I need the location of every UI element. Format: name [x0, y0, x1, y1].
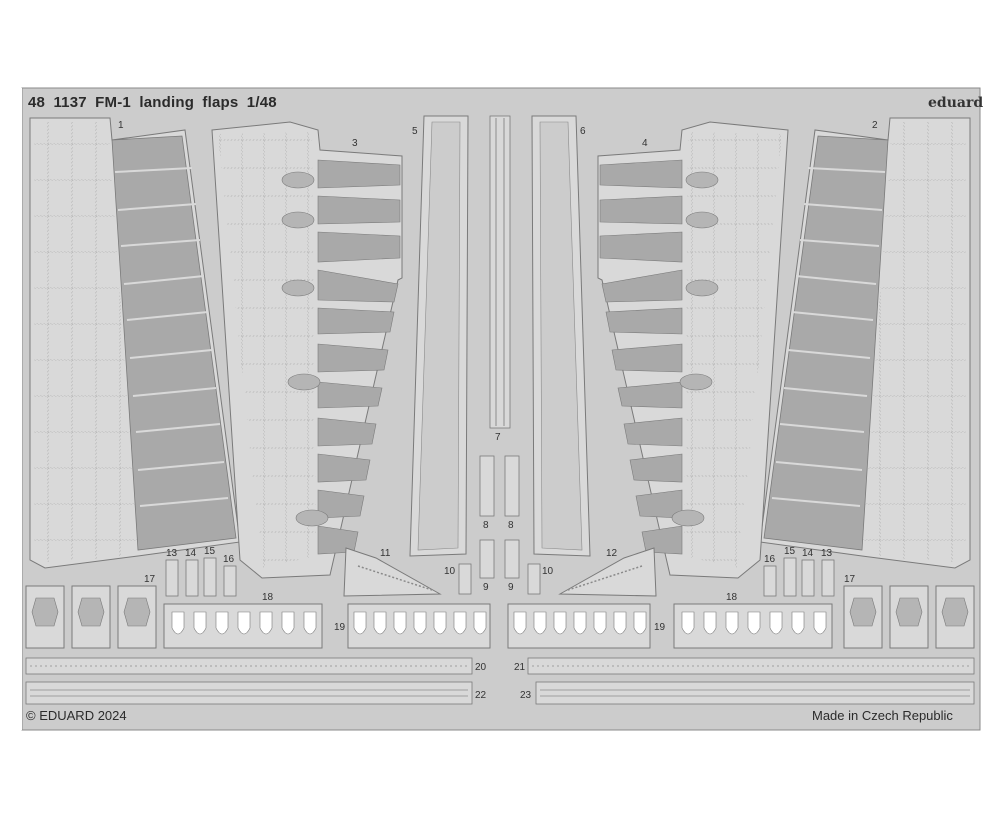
small-bars-right — [763, 557, 835, 597]
label-13b: 13 — [821, 548, 833, 559]
label-19b: 19 — [654, 622, 666, 633]
label-2: 2 — [872, 120, 878, 131]
label-15b: 15 — [784, 546, 796, 557]
part-5-strip — [409, 115, 469, 557]
label-16b: 16 — [764, 554, 776, 565]
label-19a: 19 — [334, 622, 346, 633]
label-14a: 14 — [185, 548, 197, 559]
label-18a: 18 — [262, 592, 274, 603]
brand-logo: eduard — [928, 95, 984, 111]
label-22: 22 — [475, 690, 487, 701]
part-2-flap — [759, 117, 971, 569]
label-17b: 17 — [844, 574, 856, 585]
part-number-labels: 1 2 3 4 5 6 7 8 8 9 9 10 10 11 12 13 14 … — [118, 120, 878, 701]
label-6: 6 — [580, 126, 586, 137]
long-strips — [25, 657, 975, 705]
label-1: 1 — [118, 120, 124, 131]
label-10a: 10 — [444, 566, 456, 577]
part-6-strip — [531, 115, 591, 557]
part-18-hinges-right — [673, 603, 833, 649]
part-19-hinges-right — [507, 603, 651, 649]
label-20: 20 — [475, 662, 487, 673]
label-17a: 17 — [144, 574, 156, 585]
label-5: 5 — [412, 126, 418, 137]
label-7: 7 — [495, 432, 501, 443]
sheet-title: 48 1137 FM-1 landing flaps 1/48 — [28, 94, 277, 111]
label-15a: 15 — [204, 546, 216, 557]
label-8a: 8 — [483, 520, 489, 531]
copyright-text: © EDUARD 2024 — [26, 708, 127, 723]
part-7-rods — [489, 115, 511, 429]
part-3-flap — [211, 121, 403, 579]
part-17-brackets-right — [843, 585, 975, 649]
part-19-hinges-left — [347, 603, 491, 649]
label-18b: 18 — [726, 592, 738, 603]
origin-text: Made in Czech Republic — [812, 708, 953, 723]
label-11: 11 — [380, 548, 391, 559]
label-14b: 14 — [802, 548, 814, 559]
label-4: 4 — [642, 138, 648, 149]
label-9a: 9 — [483, 582, 489, 593]
label-13a: 13 — [166, 548, 178, 559]
label-3: 3 — [352, 138, 358, 149]
part-18-hinges-left — [163, 603, 323, 649]
label-8b: 8 — [508, 520, 514, 531]
part-12-wedge — [558, 547, 657, 597]
part-11-wedge — [343, 547, 442, 597]
label-23: 23 — [520, 690, 532, 701]
label-16a: 16 — [223, 554, 235, 565]
part-1-flap — [29, 117, 241, 569]
small-bars-center — [458, 455, 541, 595]
small-bars-left — [165, 557, 237, 597]
label-21: 21 — [514, 662, 526, 673]
part-4-flap — [597, 121, 789, 579]
label-10b: 10 — [542, 566, 554, 577]
label-9b: 9 — [508, 582, 514, 593]
part-17-brackets-left — [25, 585, 157, 649]
label-12: 12 — [606, 548, 618, 559]
